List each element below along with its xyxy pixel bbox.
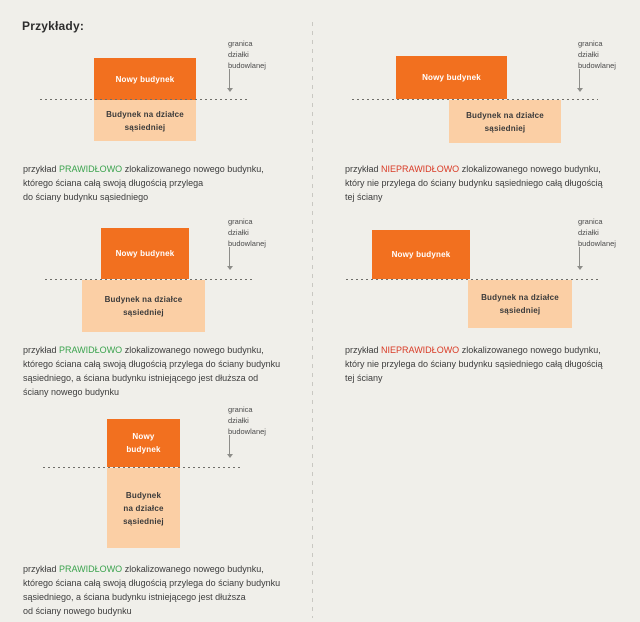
arrow-line	[579, 247, 580, 266]
arrow-down-icon	[226, 435, 233, 458]
plot-boundary-line	[352, 99, 598, 100]
caption-text: zlokalizowanego nowego budynku, który ni…	[345, 164, 603, 202]
neighbor-building-box: Budynek na działce sąsiedniej	[468, 280, 572, 328]
caption-text: zlokalizowanego nowego budynku, którego …	[23, 345, 281, 397]
plot-boundary-line	[45, 279, 254, 280]
column-divider-line	[312, 22, 313, 618]
plot-boundary-label: granica działki budowlanej	[578, 217, 616, 248]
caption-text: zlokalizowanego nowego budynku, którego …	[23, 564, 281, 616]
neighbor-building-label: Budynek na działce sąsiedniej	[104, 295, 183, 317]
arrow-head	[226, 88, 233, 92]
new-building-label: Nowy budynek	[126, 432, 161, 454]
neighbor-building-label: Budynek na działce sąsiedniej	[466, 110, 544, 133]
new-building-box: Nowy budynek	[101, 228, 189, 279]
status-correct-label: PRAWIDŁOWO	[59, 564, 123, 574]
new-building-label: Nowy budynek	[115, 249, 175, 258]
plot-boundary-line	[43, 467, 240, 468]
arrow-line	[229, 69, 230, 88]
neighbor-building-box: Budynek na działce sąsiedniej	[107, 468, 180, 548]
new-building-box: Nowy budynek	[94, 58, 196, 100]
neighbor-building-label: Budynek na działce sąsiedniej	[481, 293, 559, 315]
status-incorrect-label: NIEPRAWIDŁOWO	[381, 345, 460, 355]
arrow-head	[226, 266, 233, 270]
arrow-head	[576, 88, 583, 92]
page-title: Przykłady:	[22, 19, 85, 33]
arrow-down-icon	[226, 69, 233, 92]
caption-prefix: przykład	[23, 164, 60, 174]
status-correct-label: PRAWIDŁOWO	[59, 164, 123, 174]
new-building-box: Nowy budynek	[372, 230, 470, 279]
status-incorrect-label: NIEPRAWIDŁOWO	[381, 164, 460, 174]
arrow-line	[229, 435, 230, 454]
new-building-box: Nowy budynek	[107, 419, 180, 467]
caption-prefix: przykład	[23, 345, 60, 355]
example-caption: przykład PRAWIDŁOWO zlokalizowanego nowe…	[23, 162, 323, 204]
caption-prefix: przykład	[23, 564, 60, 574]
example-caption: przykład NIEPRAWIDŁOWO zlokalizowanego n…	[345, 343, 640, 385]
new-building-label: Nowy budynek	[422, 73, 481, 82]
plot-boundary-label: granica działki budowlanej	[228, 217, 266, 248]
caption-prefix: przykład	[345, 164, 382, 174]
plot-boundary-label: granica działki budowlanej	[228, 39, 266, 70]
neighbor-building-box: Budynek na działce sąsiedniej	[449, 100, 561, 143]
plot-boundary-line	[40, 99, 250, 100]
example-caption: przykład PRAWIDŁOWO zlokalizowanego nowe…	[23, 562, 323, 618]
plot-boundary-label: granica działki budowlanej	[228, 405, 266, 436]
plot-boundary-line	[346, 279, 600, 280]
arrow-line	[229, 247, 230, 266]
neighbor-building-box: Budynek na działce sąsiedniej	[94, 100, 196, 141]
neighbor-building-box: Budynek na działce sąsiedniej	[82, 280, 205, 332]
arrow-line	[579, 69, 580, 88]
status-correct-label: PRAWIDŁOWO	[59, 345, 123, 355]
arrow-down-icon	[226, 247, 233, 270]
neighbor-building-label: Budynek na działce sąsiedniej	[123, 490, 164, 526]
new-building-label: Nowy budynek	[391, 250, 451, 259]
caption-text: zlokalizowanego nowego budynku, którego …	[23, 164, 264, 202]
example-caption: przykład PRAWIDŁOWO zlokalizowanego nowe…	[23, 343, 323, 399]
new-building-box: Nowy budynek	[396, 56, 507, 99]
arrow-down-icon	[576, 69, 583, 92]
caption-text: zlokalizowanego nowego budynku, który ni…	[345, 345, 603, 383]
arrow-head	[226, 454, 233, 458]
new-building-label: Nowy budynek	[115, 74, 175, 84]
neighbor-building-label: Budynek na działce sąsiedniej	[106, 109, 184, 132]
plot-boundary-label: granica działki budowlanej	[578, 39, 616, 70]
caption-prefix: przykład	[345, 345, 382, 355]
arrow-head	[576, 266, 583, 270]
arrow-down-icon	[576, 247, 583, 270]
example-caption: przykład NIEPRAWIDŁOWO zlokalizowanego n…	[345, 162, 640, 204]
